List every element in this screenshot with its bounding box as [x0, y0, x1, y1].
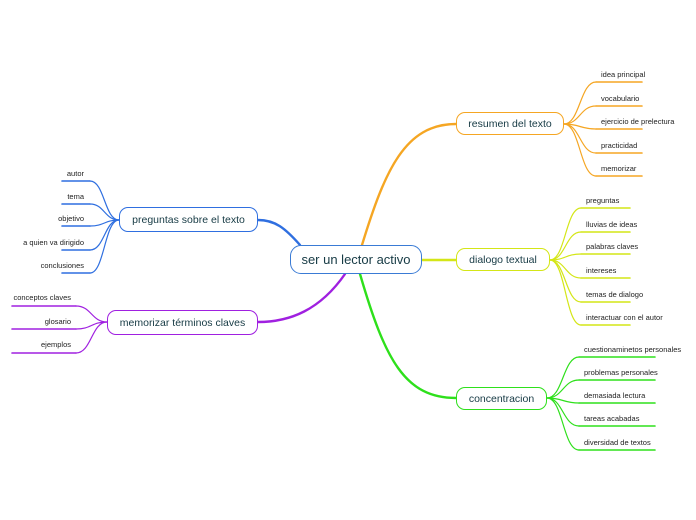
subtopic[interactable]: memorizar: [601, 164, 637, 173]
subtopic[interactable]: tareas acabadas: [584, 414, 640, 423]
leaf-connector: [89, 203, 120, 221]
subtopic[interactable]: preguntas: [586, 196, 620, 205]
subtopic[interactable]: interactuar con el autor: [586, 313, 663, 322]
subtopic[interactable]: demasiada lectura: [584, 391, 646, 400]
leaf-connector: [89, 180, 120, 221]
topic-memorizar-terminos-claves[interactable]: memorizar términos claves: [107, 310, 258, 335]
topic-concentracion[interactable]: concentracion: [456, 387, 547, 410]
subtopic[interactable]: glosario: [44, 317, 71, 326]
leaf-connector: [75, 305, 108, 323]
branch-connector: [256, 272, 347, 324]
subtopic[interactable]: diversidad de textos: [584, 438, 651, 447]
subtopic[interactable]: conceptos claves: [13, 293, 71, 302]
leaf-connector: [563, 81, 597, 125]
branch-connector: [360, 122, 458, 247]
leaf-connector: [563, 123, 597, 177]
topic-dialogo-textual[interactable]: dialogo textual: [456, 248, 550, 271]
leaf-connector: [75, 321, 108, 354]
subtopic[interactable]: intereses: [586, 266, 617, 275]
leaf-connector: [549, 259, 582, 303]
leaf-connector: [549, 231, 582, 261]
subtopic[interactable]: vocabulario: [601, 94, 640, 103]
subtopic[interactable]: palabras claves: [586, 242, 639, 251]
topic-preguntas-sobre-el-texto[interactable]: preguntas sobre el texto: [119, 207, 258, 232]
subtopic[interactable]: a quien va dirigido: [23, 238, 84, 247]
subtopic[interactable]: cuestionaminetos personales: [584, 345, 682, 354]
subtopic[interactable]: ejercicio de prelectura: [601, 117, 675, 126]
leaf-connector: [546, 356, 580, 399]
topic-resumen-del-texto[interactable]: resumen del texto: [456, 112, 564, 135]
leaf-connector: [563, 105, 597, 125]
central-topic[interactable]: ser un lector activo: [290, 245, 422, 274]
subtopic[interactable]: idea principal: [601, 70, 646, 79]
leaf-connector: [546, 379, 580, 399]
leaf-connector: [549, 259, 582, 326]
subtopic[interactable]: autor: [66, 169, 84, 178]
subtopic[interactable]: ejemplos: [40, 340, 71, 349]
branch-connector: [358, 272, 458, 400]
subtopic[interactable]: temas de dialogo: [586, 290, 644, 299]
leaf-connector: [546, 397, 580, 451]
subtopic[interactable]: conclusiones: [40, 261, 84, 270]
subtopic[interactable]: objetivo: [58, 214, 84, 223]
subtopic[interactable]: practicidad: [601, 141, 638, 150]
leaf-connector: [549, 207, 582, 261]
leaf-connector: [89, 219, 120, 274]
subtopic[interactable]: problemas personales: [584, 368, 658, 377]
subtopic[interactable]: tema: [67, 192, 84, 201]
subtopic[interactable]: lluvias de ideas: [586, 220, 638, 229]
branch-connector: [256, 218, 302, 247]
